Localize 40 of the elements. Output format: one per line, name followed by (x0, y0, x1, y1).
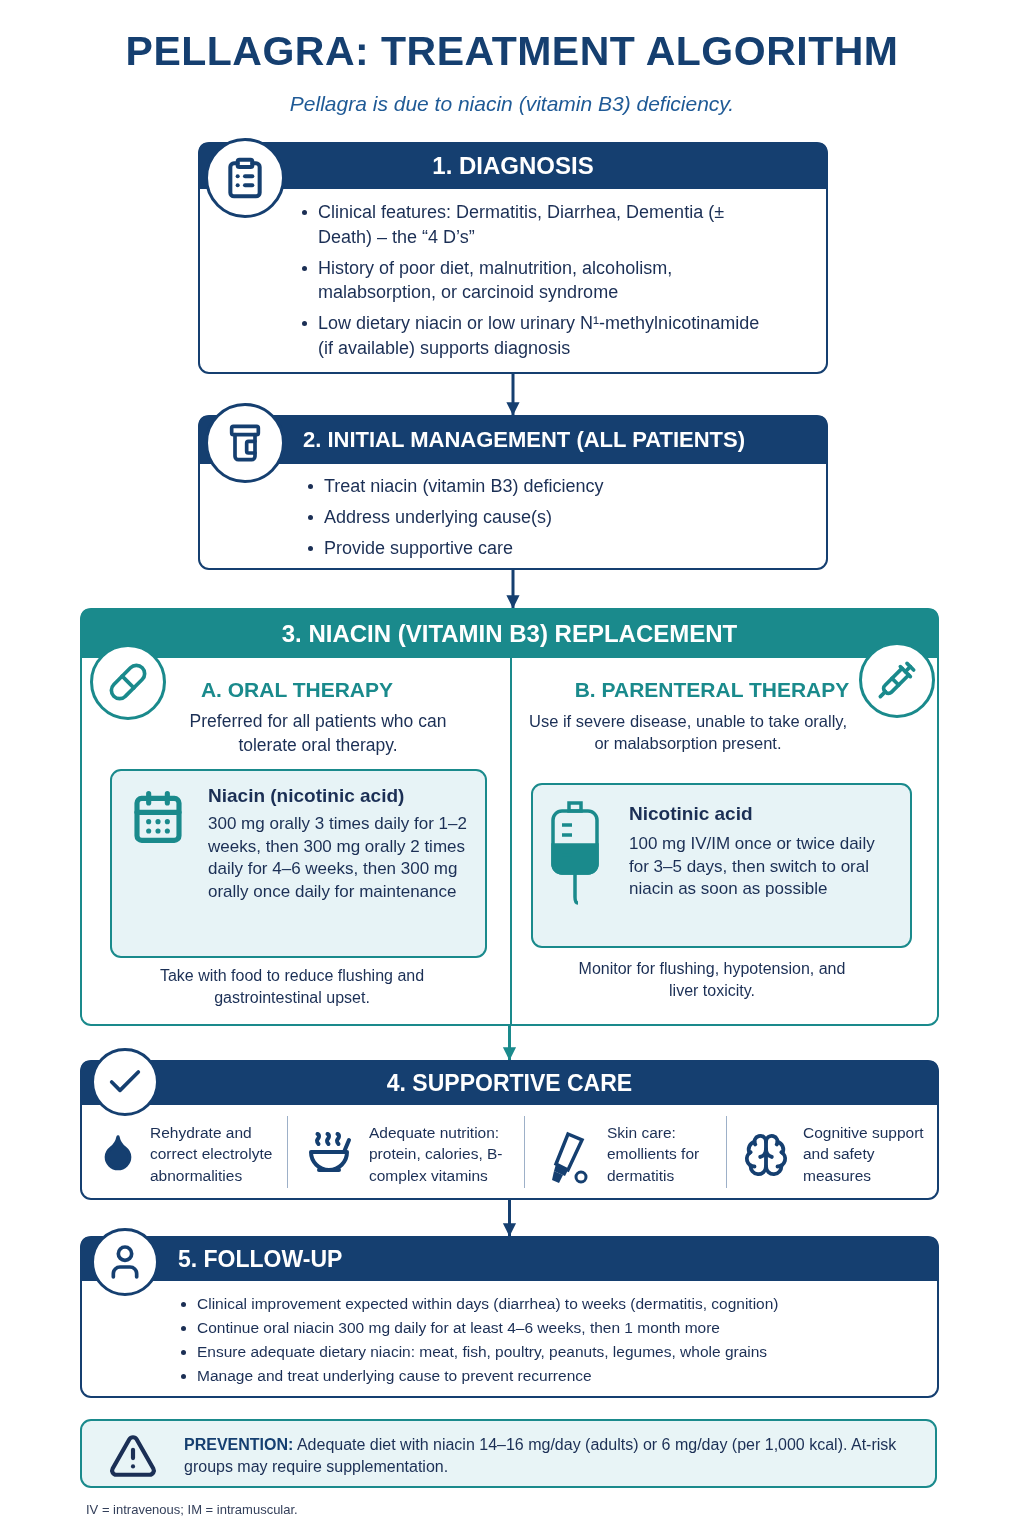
bullet-item: Provide supportive care (324, 535, 774, 562)
bullet-item: Treat niacin (vitamin B3) deficiency (324, 473, 774, 500)
care-item-text: Skin care: emollients for dermatitis (607, 1123, 701, 1186)
bullet-item: Manage and treat underlying cause to prevent recurrence (197, 1364, 897, 1389)
bullet-item: Ensure adequate dietary niacin: meat, fish, poultry, peanuts, legumes, whole grains (197, 1340, 897, 1365)
section-header: 5. FOLLOW-UP (81, 1237, 938, 1281)
bullet-item: Clinical features: Dermatitis, Diarrhea, Dementia (± Death) – the “4 D’s” (318, 200, 768, 250)
care-item-text: Adequate nutrition: protein, calories, B-complex vitamins (369, 1123, 504, 1186)
note-text: Take with food to reduce flushing and gastrointestinal upset. (158, 966, 426, 1008)
bullet-item: Continue oral niacin 300 mg daily for at least 4–6 weeks, then 1 month more (197, 1316, 897, 1341)
subsection-heading: B. PARENTERAL THERAPY (573, 677, 851, 703)
dosage-box (110, 769, 487, 958)
section-header: 4. SUPPORTIVE CARE (81, 1061, 938, 1105)
subsection-heading: A. ORAL THERAPY (199, 677, 395, 703)
dosage-text: 300 mg orally 3 times daily for 1–2 weeks, then 300 mg orally 2 times daily for 4–6 weeks, then 300 mg orally once daily for maintenance (208, 813, 468, 903)
section-box (80, 608, 939, 1026)
drug-name: Niacin (nicotinic acid) (208, 785, 405, 807)
arrow (506, 570, 520, 609)
arrow (506, 374, 520, 416)
care-item-text: Rehydrate and correct electrolyte abnormalities (150, 1123, 274, 1186)
bullet-item: Low dietary niacin or low urinary N¹-methylnicotinamide (if available) supports diagnosis (318, 311, 768, 361)
note-text: Monitor for flushing, hypotension, and liver toxicity. (577, 959, 847, 1001)
care-item-text: Cognitive support and safety measures (803, 1123, 925, 1186)
title: PELLAGRA: TREATMENT ALGORITHM (124, 28, 900, 75)
description-text: Use if severe disease, unable to take orally, or malabsorption present. (528, 711, 848, 755)
arrow (502, 1026, 517, 1061)
bullet-item: Clinical improvement expected within days (diarrhea) to weeks (dermatitis, cognition) (197, 1292, 897, 1316)
dosage-text: 100 mg IV/IM once or twice daily for 3–5 days, then switch to oral niacin as soon as possible (629, 833, 876, 901)
subtitle: Pellagra is due to niacin (vitamin B3) deficiency. (288, 92, 736, 116)
section-header: 1. DIAGNOSIS (199, 143, 827, 189)
section-header: 3. NIACIN (VITAMIN B3) REPLACEMENT (81, 609, 938, 658)
footnote: IV = intravenous; IM = intramuscular. (86, 1502, 298, 1517)
dosage-box (531, 783, 912, 948)
prevention-note: PREVENTION: Adequate diet with niacin 14–16 mg/day (adults) or 6 mg/day (per 1,000 kcal). At-risk groups may require supplementation. (184, 1435, 898, 1478)
prevention-box (80, 1419, 937, 1488)
description-text: Preferred for all patients who can tolerate oral therapy. (188, 710, 448, 757)
arrow (502, 1200, 517, 1237)
bullet-item: Address underlying cause(s) (324, 504, 774, 531)
bullet-item: History of poor diet, malnutrition, alcoholism, malabsorption, or carcinoid syndrome (318, 255, 768, 306)
drug-name: Nicotinic acid (629, 803, 753, 825)
